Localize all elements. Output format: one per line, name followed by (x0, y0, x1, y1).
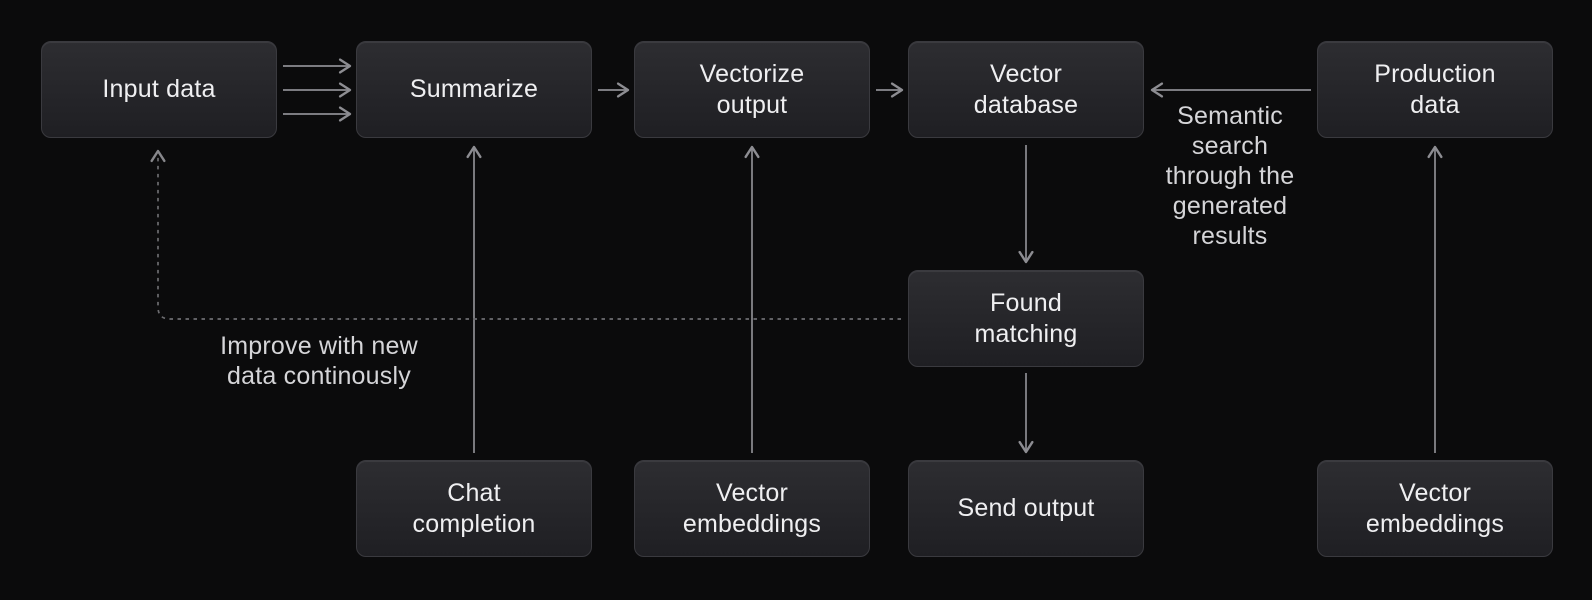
node-production-data-label: Production data (1374, 59, 1496, 119)
note-improve-with-new-data: Improve with new data continously (220, 332, 418, 390)
node-input-data: Input data (41, 41, 277, 138)
arrow-found-to-input-feedback (150, 149, 901, 320)
node-found-matching: Found matching (908, 270, 1144, 367)
node-input-data-label: Input data (102, 75, 216, 103)
note-semantic-search: Semantic search through the generated re… (1165, 102, 1295, 250)
node-production-data: Production data (1317, 41, 1553, 138)
node-vectorize-output-label: Vectorize output (699, 59, 805, 119)
node-send-output-label: Send output (957, 494, 1095, 522)
node-vector-embeddings-right: Vector embeddings (1317, 460, 1553, 557)
node-vector-database: Vector database (908, 41, 1144, 138)
node-chat-completion: Chat completion (356, 460, 592, 557)
node-vector-embeddings-mid-label: Vector embeddings (682, 478, 822, 538)
node-send-output: Send output (908, 460, 1144, 557)
node-vector-embeddings-right-label: Vector embeddings (1365, 478, 1505, 538)
node-summarize: Summarize (356, 41, 592, 138)
node-vector-database-label: Vector database (973, 59, 1079, 119)
node-chat-completion-label: Chat completion (412, 478, 536, 538)
node-found-matching-label: Found matching (974, 288, 1078, 348)
node-vector-embeddings-mid: Vector embeddings (634, 460, 870, 557)
node-vectorize-output: Vectorize output (634, 41, 870, 138)
node-summarize-label: Summarize (409, 75, 539, 103)
